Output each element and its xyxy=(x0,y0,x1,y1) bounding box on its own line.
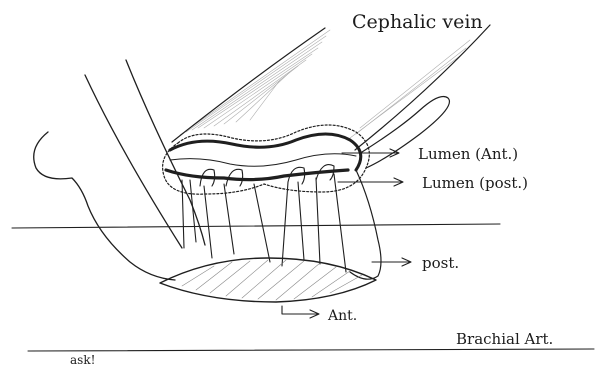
cephalic-vein-walls xyxy=(172,25,490,150)
anastomosis-lumen xyxy=(163,125,370,194)
label-post: post. xyxy=(422,254,459,272)
artery-side-walls xyxy=(85,60,205,248)
arrow-lumen-post xyxy=(338,178,403,186)
arrow-ant xyxy=(282,306,319,318)
suture-threads xyxy=(182,174,346,272)
suture-loops xyxy=(200,165,334,186)
label-brachial-art: Brachial Art. xyxy=(456,330,553,348)
artery-lens xyxy=(160,258,376,302)
upper-horizontal-line xyxy=(12,224,500,228)
signature: ask! xyxy=(70,353,95,367)
lower-horizontal-line xyxy=(28,349,594,351)
arrow-lumen-ant xyxy=(342,149,399,157)
arrow-post xyxy=(372,258,411,266)
label-cephalic-vein: Cephalic vein xyxy=(352,11,483,33)
vein-shading xyxy=(180,30,470,138)
label-lumen-post: Lumen (post.) xyxy=(422,174,528,192)
label-ant: Ant. xyxy=(327,308,357,324)
label-lumen-ant: Lumen (Ant.) xyxy=(418,145,518,163)
left-hook-stroke xyxy=(34,132,175,280)
